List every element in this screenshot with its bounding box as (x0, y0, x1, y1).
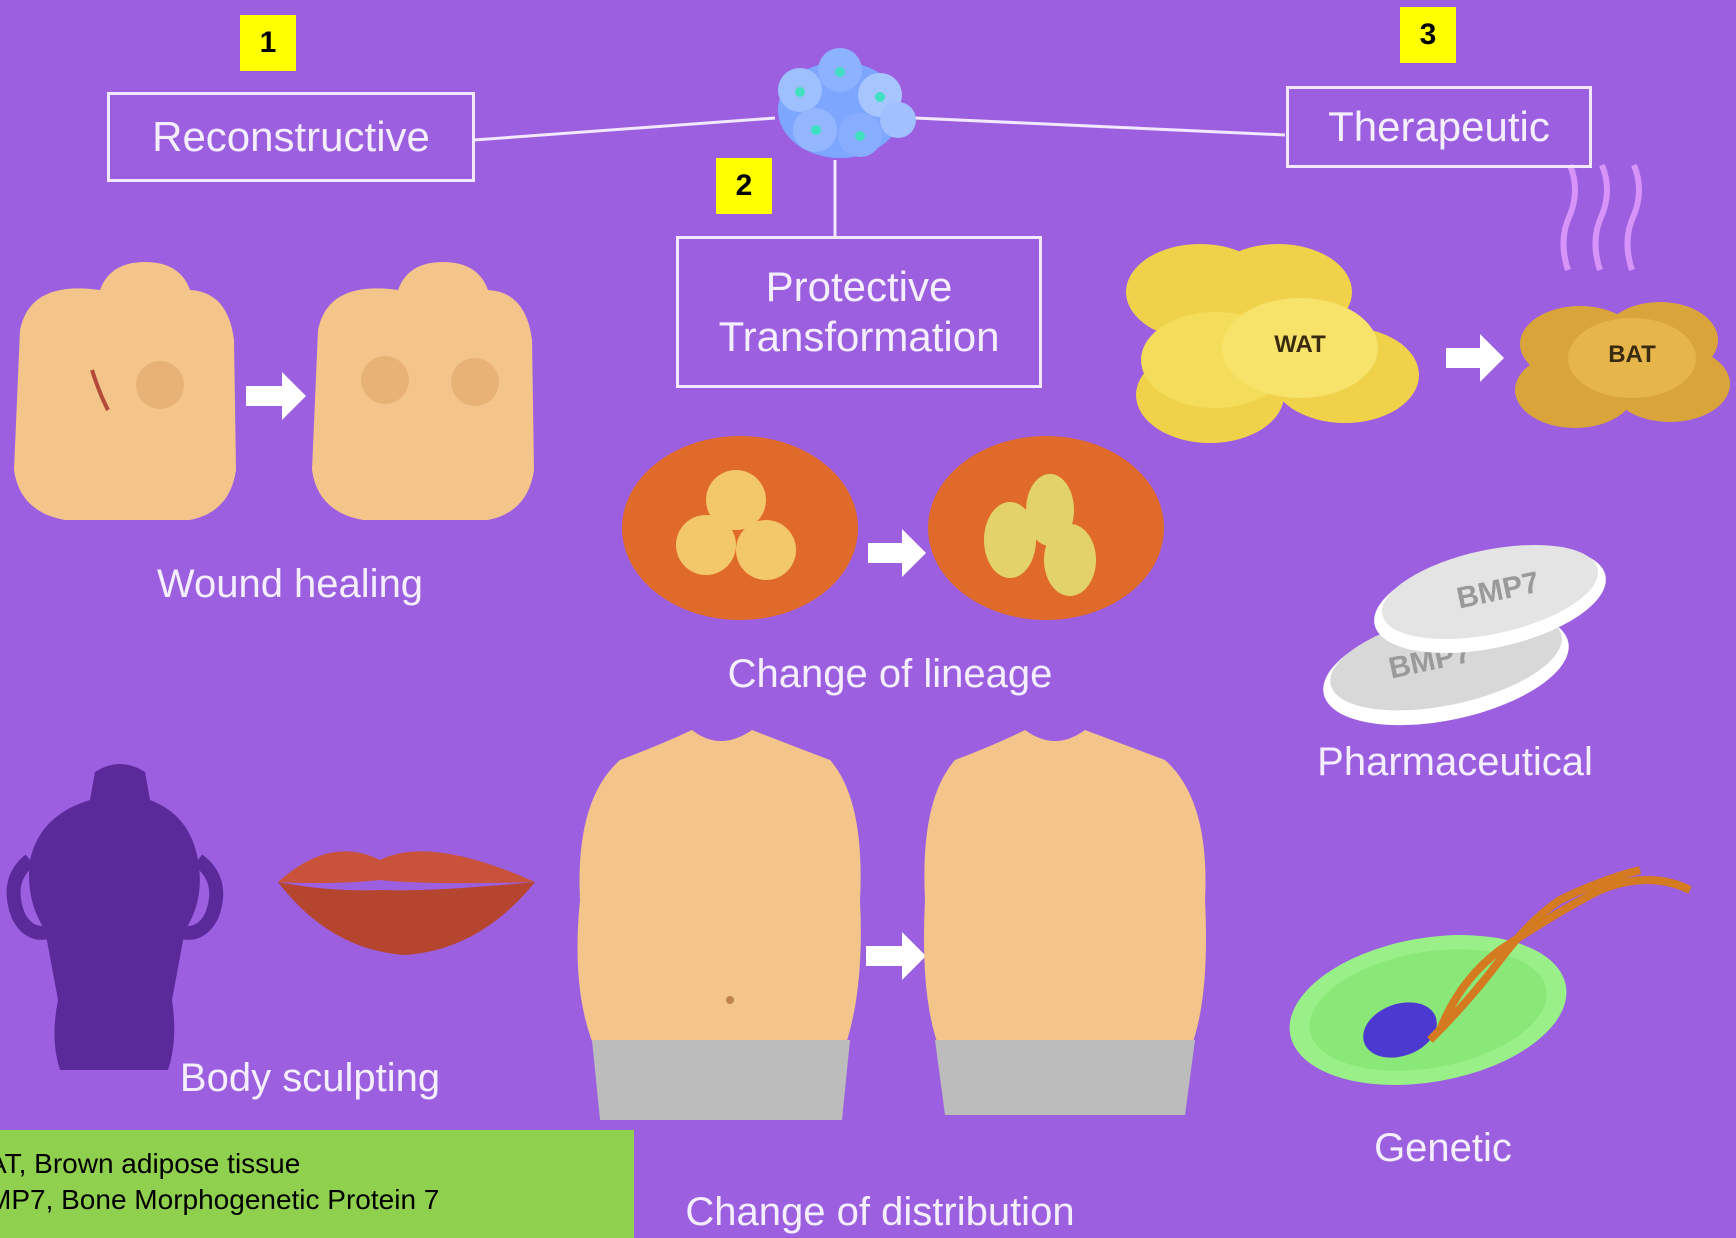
pharmaceutical-caption: Pharmaceutical (1205, 740, 1705, 785)
apple-shape-icon (622, 436, 858, 620)
wat-label: WAT (1274, 331, 1326, 358)
wound-healing-caption: Wound healing (40, 562, 540, 607)
marker-2: 2 (716, 158, 772, 214)
genetic-caption: Genetic (1193, 1126, 1693, 1171)
arrow-icon (246, 372, 306, 420)
pear-shape-icon (928, 436, 1164, 620)
marker-1: 1 (240, 15, 296, 71)
torso-after-icon (312, 262, 534, 520)
dna-cell-icon (1278, 870, 1690, 1105)
heat-waves-icon (1563, 165, 1639, 270)
arrow-icon (866, 932, 926, 980)
lips-icon (278, 851, 535, 955)
marker-3: 3 (1400, 7, 1456, 63)
arrow-icon (1446, 334, 1504, 382)
therapeutic-box: Therapeutic (1286, 86, 1592, 168)
legend-line-bmp7: MP7, Bone Morphogenetic Protein 7 (0, 1182, 634, 1218)
body-sculpting-caption: Body sculpting (60, 1056, 560, 1101)
abbreviation-legend: AT, Brown adipose tissue MP7, Bone Morph… (0, 1130, 634, 1238)
torso-slim-icon (924, 730, 1206, 1115)
silhouette-icon (14, 764, 217, 1070)
protective-transformation-box: Protective Transformation (676, 236, 1042, 388)
bat-cells-icon: BAT (1515, 302, 1730, 428)
change-of-distribution-caption: Change of distribution (630, 1190, 1130, 1235)
wat-cells-icon: WAT (1126, 244, 1419, 443)
transformation-label: Transformation (719, 312, 1000, 362)
therapeutic-label: Therapeutic (1328, 102, 1550, 152)
stem-cell-cluster-icon (778, 48, 916, 158)
torso-before-icon (14, 262, 236, 520)
torso-obese-icon (578, 730, 861, 1120)
change-of-lineage-caption: Change of lineage (640, 652, 1140, 697)
legend-line-bat: AT, Brown adipose tissue (0, 1146, 634, 1182)
reconstructive-label: Reconstructive (152, 112, 430, 162)
bmp7-pills-icon: BMP7 BMP7 (1313, 528, 1615, 745)
arrow-icon (868, 529, 926, 577)
protective-label: Protective (766, 262, 953, 312)
reconstructive-box: Reconstructive (107, 92, 475, 182)
bat-label: BAT (1608, 341, 1656, 368)
